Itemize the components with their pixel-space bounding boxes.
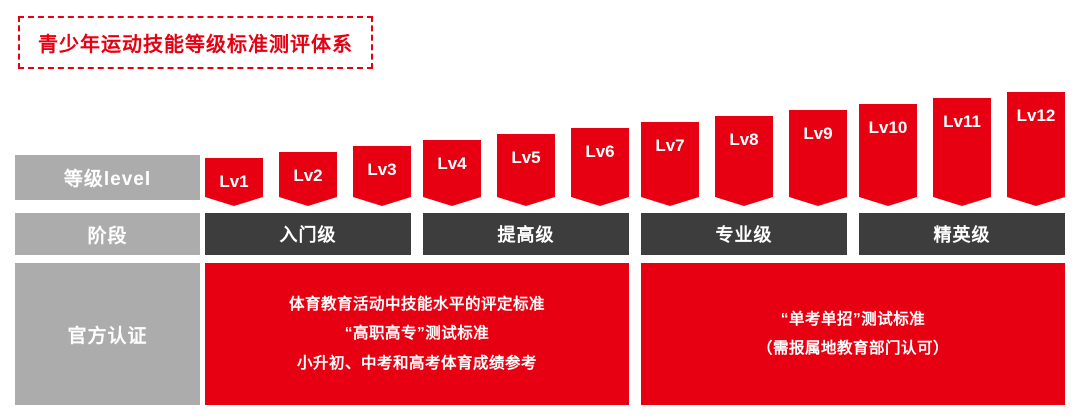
level-block-lv5: Lv5 — [497, 134, 555, 206]
level-block-lv6: Lv6 — [571, 128, 629, 206]
cert-block-education: 体育教育活动中技能水平的评定标准 “高职高专”测试标准 小升初、中考和高考体育成… — [205, 263, 629, 405]
level-block-lv3: Lv3 — [353, 146, 411, 206]
level-group-improver: Lv4 Lv5 Lv6 — [423, 128, 629, 206]
level-group-elite: Lv10 Lv11 Lv12 — [859, 92, 1065, 206]
stage-row: 入门级 提高级 专业级 精英级 — [205, 213, 1065, 255]
cert-line: （需报属地教育部门认可） — [756, 340, 949, 357]
level-block-lv12: Lv12 — [1007, 92, 1065, 206]
level-block-lv2: Lv2 — [279, 152, 337, 206]
level-block-lv9: Lv9 — [789, 110, 847, 206]
side-label-stage: 阶段 — [15, 213, 200, 255]
cert-line: 体育教育活动中技能水平的评定标准 — [288, 295, 545, 313]
level-block-lv4: Lv4 — [423, 140, 481, 206]
level-group-beginner: Lv1 Lv2 Lv3 — [205, 146, 411, 206]
level-block-lv7: Lv7 — [641, 122, 699, 206]
cert-row: 体育教育活动中技能水平的评定标准 “高职高专”测试标准 小升初、中考和高考体育成… — [205, 263, 1065, 405]
level-block-lv10: Lv10 — [859, 104, 917, 206]
level-block-lv1: Lv1 — [205, 158, 263, 206]
side-label-cert: 官方认证 — [15, 263, 200, 405]
side-label-level: 等级level — [15, 155, 200, 200]
cert-line: 小升初、中考和高考体育成绩参考 — [296, 354, 537, 372]
page-title: 青少年运动技能等级标准测评体系 — [18, 16, 373, 69]
stage-bar-improver: 提高级 — [423, 213, 629, 255]
cert-line: “高职高专”测试标准 — [344, 325, 490, 343]
stage-bar-elite: 精英级 — [859, 213, 1065, 255]
stage-bar-beginner: 入门级 — [205, 213, 411, 255]
level-group-professional: Lv7 Lv8 Lv9 — [641, 110, 847, 206]
stage-bar-professional: 专业级 — [641, 213, 847, 255]
cert-block-exam: “单考单招”测试标准 （需报属地教育部门认可） — [641, 263, 1065, 405]
cert-line: “单考单招”测试标准 — [780, 310, 926, 328]
levels-staircase: Lv1 Lv2 Lv3 Lv4 Lv5 Lv6 Lv7 Lv8 Lv9 Lv10… — [205, 0, 1065, 206]
level-block-lv11: Lv11 — [933, 98, 991, 206]
level-block-lv8: Lv8 — [715, 116, 773, 206]
